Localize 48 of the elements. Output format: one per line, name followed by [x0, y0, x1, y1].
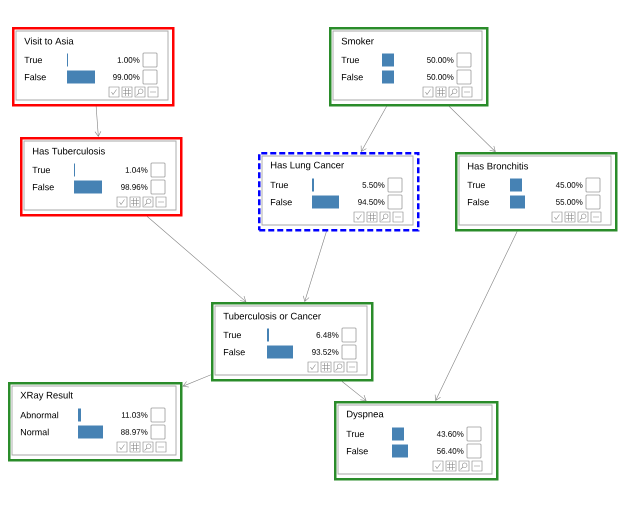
probability-value: 94.50% — [358, 199, 384, 205]
probability-value: 93.52% — [312, 349, 338, 355]
node-title: Smoker — [342, 38, 374, 44]
probability-value: 11.03% — [122, 412, 148, 418]
arrow — [448, 106, 496, 152]
state-label: Normal — [20, 428, 49, 436]
node-title: Has Lung Cancer — [271, 162, 344, 170]
arrow — [303, 231, 327, 302]
probability-value: 45.00% — [556, 182, 582, 188]
state-label: True — [223, 332, 241, 338]
node-title: Tuberculosis or Cancer — [223, 312, 321, 320]
probability-value: 43.60% — [436, 431, 464, 437]
probability-value: 56.40% — [436, 448, 464, 454]
arrow — [182, 374, 212, 388]
arrow — [360, 106, 387, 152]
state-label: Abnormal — [20, 412, 58, 418]
arrow — [146, 216, 246, 302]
state-label: True — [32, 166, 50, 174]
state-label: True — [270, 182, 288, 188]
probability-value: 1.04% — [126, 167, 148, 173]
probability-value: 99.00% — [113, 74, 140, 80]
node-title: Dyspnea — [347, 410, 384, 420]
probability-value: 1.00% — [118, 57, 140, 63]
node-title: Has Tuberculosis — [33, 148, 105, 154]
state-label: True — [346, 430, 364, 438]
probability-value: 50.00% — [426, 74, 454, 80]
probability-value: 50.00% — [426, 57, 454, 63]
probability-value: 6.48% — [316, 332, 338, 338]
probability-value: 5.50% — [362, 182, 384, 188]
state-label: False — [346, 448, 368, 454]
arrow — [434, 231, 518, 401]
state-label: False — [342, 74, 363, 80]
arrow — [94, 106, 102, 137]
state-label: False — [468, 198, 489, 206]
state-label: False — [270, 198, 292, 206]
state-label: False — [24, 74, 46, 80]
node-title: Visit to Asia — [24, 38, 74, 44]
probability-value: 98.96% — [121, 184, 148, 190]
state-label: True — [341, 56, 359, 64]
arrow — [342, 381, 367, 401]
state-label: False — [224, 348, 245, 356]
node-title: XRay Result — [20, 392, 73, 400]
state-label: False — [32, 184, 54, 190]
state-label: True — [467, 182, 485, 188]
state-label: True — [24, 56, 42, 64]
probability-value: 88.97% — [121, 429, 148, 435]
probability-value: 55.00% — [556, 199, 582, 205]
node-title: Has Bronchitis — [468, 162, 528, 170]
